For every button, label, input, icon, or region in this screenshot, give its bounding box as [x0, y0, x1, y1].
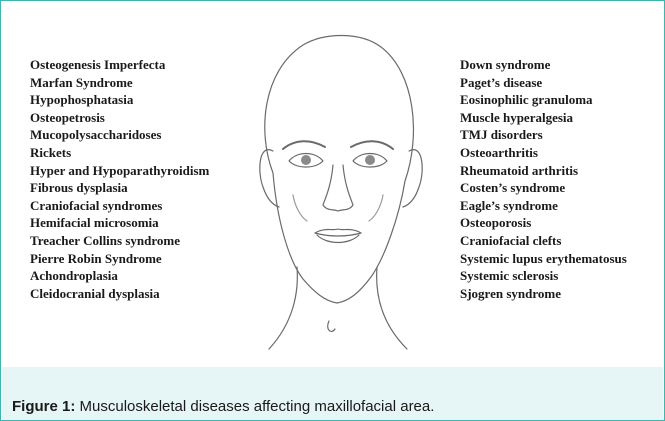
caption-label: Figure 1: — [12, 398, 75, 415]
list-item: Systemic lupus erythematosus — [460, 250, 627, 268]
lip-line — [315, 233, 361, 236]
list-item: Pierre Robin Syndrome — [30, 250, 209, 268]
right-disease-list: Down syndrome Paget’s disease Eosinophil… — [460, 56, 627, 302]
list-item: Fibrous dysplasia — [30, 179, 209, 197]
neck-right — [377, 267, 407, 349]
list-item: Paget’s disease — [460, 74, 627, 92]
list-item: Rickets — [30, 144, 209, 162]
list-item: Hyper and Hypoparathyroidism — [30, 162, 209, 180]
right-cheek-line — [369, 195, 383, 221]
list-item: Osteoporosis — [460, 214, 627, 232]
neck-left — [269, 267, 297, 349]
face-drawing — [233, 31, 443, 366]
left-cheek-line — [293, 195, 307, 221]
list-item: Eosinophilic granuloma — [460, 91, 627, 109]
nose — [323, 165, 353, 211]
list-item: Hypophosphatasia — [30, 91, 209, 109]
upper-lip — [315, 229, 361, 233]
list-item: Down syndrome — [460, 56, 627, 74]
head-outline — [265, 35, 414, 303]
list-item: TMJ disorders — [460, 126, 627, 144]
list-item: Achondroplasia — [30, 267, 209, 285]
right-eyebrow — [351, 141, 393, 149]
list-item: Osteoarthritis — [460, 144, 627, 162]
list-item: Systemic sclerosis — [460, 267, 627, 285]
list-item: Treacher Collins syndrome — [30, 232, 209, 250]
list-item: Mucopolysaccharidoses — [30, 126, 209, 144]
list-item: Sjogren syndrome — [460, 285, 627, 303]
list-item: Rheumatoid arthritis — [460, 162, 627, 180]
list-item: Cleidocranial dysplasia — [30, 285, 209, 303]
list-item: Osteopetrosis — [30, 109, 209, 127]
neck-notch — [328, 321, 335, 331]
list-item: Craniofacial clefts — [460, 232, 627, 250]
list-item: Eagle’s syndrome — [460, 197, 627, 215]
caption-bar: Figure 1: Musculoskeletal diseases affec… — [2, 367, 663, 420]
list-item: Muscle hyperalgesia — [460, 109, 627, 127]
list-item: Osteogenesis Imperfecta — [30, 56, 209, 74]
left-disease-list: Osteogenesis Imperfecta Marfan Syndrome … — [30, 56, 209, 302]
list-item: Craniofacial syndromes — [30, 197, 209, 215]
figure-caption: Figure 1: Musculoskeletal diseases affec… — [12, 398, 434, 415]
list-item: Marfan Syndrome — [30, 74, 209, 92]
left-eyebrow — [283, 141, 325, 149]
caption-text: Musculoskeletal diseases affecting maxil… — [75, 398, 434, 415]
list-item: Costen’s syndrome — [460, 179, 627, 197]
list-item: Hemifacial microsomia — [30, 214, 209, 232]
